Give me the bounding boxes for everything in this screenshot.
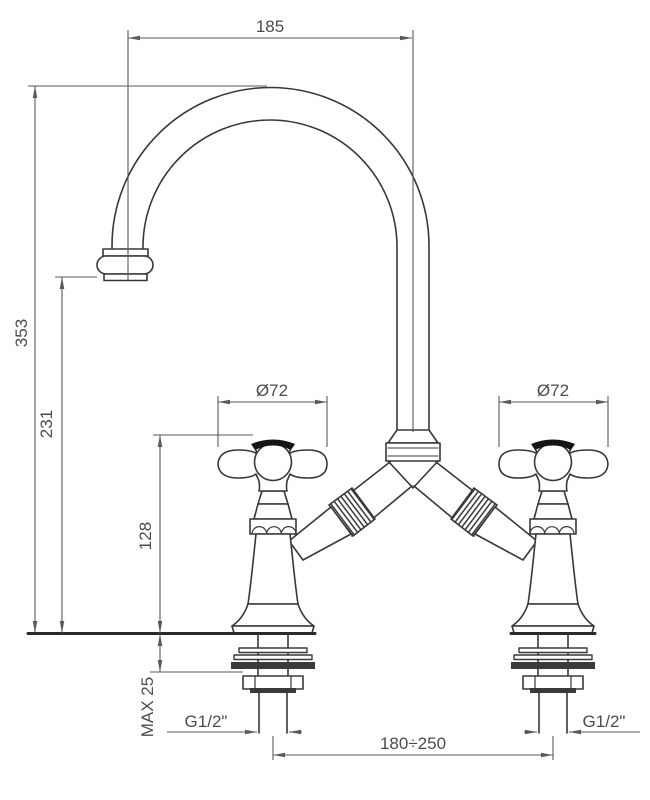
handle-hub bbox=[253, 442, 293, 482]
valve-bonnet bbox=[253, 503, 293, 520]
spout-aerator bbox=[96, 248, 154, 282]
valve-base-plate bbox=[231, 625, 315, 634]
spout-inner-line bbox=[142, 119, 398, 431]
dim-label-outlet-height: 231 bbox=[37, 410, 56, 438]
dim-label-max-deck-thickness: MAX 25 bbox=[138, 677, 157, 737]
dimension-185 bbox=[127, 30, 414, 432]
washer-top bbox=[238, 647, 308, 654]
dim-label-overall-height: 353 bbox=[12, 319, 31, 347]
arm-cone bbox=[288, 506, 352, 561]
dim-label-left-handle-diameter: Ø72 bbox=[256, 381, 288, 400]
dimension-128 bbox=[153, 434, 253, 633]
valve-assembly-right bbox=[412, 438, 610, 735]
faucet-outline-group bbox=[26, 86, 610, 735]
aerator-ring bbox=[103, 273, 148, 282]
valve-neck bbox=[257, 490, 289, 505]
valve-bell-base bbox=[231, 603, 315, 627]
valve-bead-arcs bbox=[251, 526, 297, 535]
dimension-max-25 bbox=[150, 634, 243, 673]
gasket-dark bbox=[231, 662, 315, 669]
aerator-cap bbox=[102, 248, 149, 257]
dimension-d72-right bbox=[498, 396, 609, 447]
mounting-nut bbox=[242, 675, 304, 690]
spout-gooseneck bbox=[111, 86, 430, 431]
dimension-231 bbox=[55, 276, 97, 633]
valve-column bbox=[247, 533, 299, 605]
aerator-body bbox=[96, 255, 154, 275]
collar-band bbox=[385, 442, 441, 462]
dimension-180-250 bbox=[272, 736, 554, 760]
dim-label-right-handle-diameter: Ø72 bbox=[537, 381, 569, 400]
riser-collar bbox=[385, 429, 441, 489]
spout-outer-line bbox=[111, 86, 430, 431]
arm-knurled-nut bbox=[328, 487, 376, 537]
dim-label-inlet-centre-distance: 180÷250 bbox=[380, 734, 446, 753]
valve-assembly-left bbox=[217, 439, 413, 734]
dim-label-left-inlet-thread: G1/2" bbox=[185, 712, 228, 731]
washer-middle bbox=[233, 654, 313, 661]
handle-index-cap bbox=[251, 439, 295, 450]
nut-shadow-band bbox=[250, 688, 296, 693]
dimension-labels-group: 185 353 231 128 MAX 25 Ø72 Ø72 G1/2" G1/… bbox=[12, 17, 625, 753]
dim-label-spout-reach: 185 bbox=[256, 17, 284, 36]
dimension-d72-left bbox=[217, 396, 328, 447]
dim-label-handle-height: 128 bbox=[136, 522, 155, 550]
dimension-353 bbox=[28, 85, 267, 633]
y-body-crotch bbox=[387, 460, 439, 489]
dimension-lines-group bbox=[28, 30, 640, 760]
dim-label-right-inlet-thread: G1/2" bbox=[583, 712, 626, 731]
